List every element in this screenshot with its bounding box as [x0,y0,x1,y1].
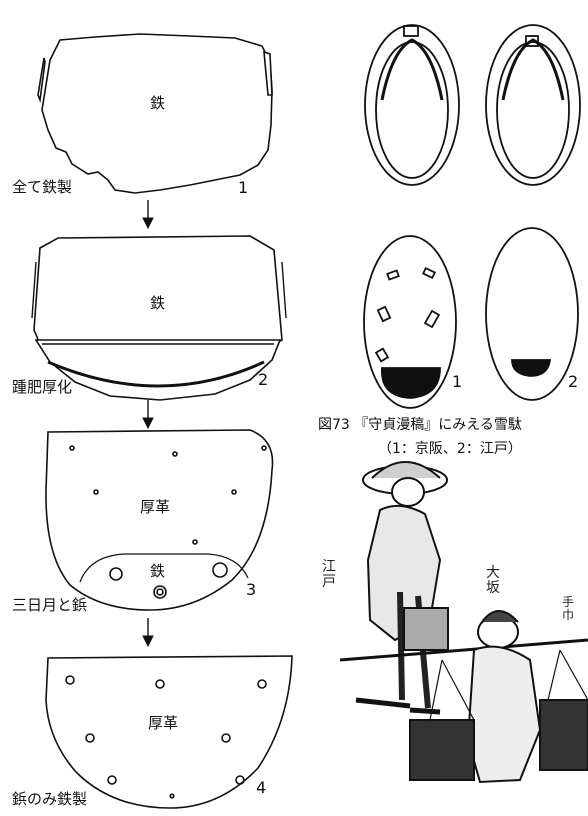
plate-4-leather-studs [45,655,293,809]
plate-4-label: 鋲のみ鉄製 [12,790,88,808]
plate-4-material: 厚革 [148,714,179,732]
plate-1-label: 全て鉄製 [12,178,73,196]
sandal-2-top [485,24,581,186]
plate-4-number: 4 [256,778,267,797]
sole-1 [363,235,457,409]
plate-2-material: 鉄 [150,294,166,312]
plate-2-label: 踵肥厚化 [12,378,73,396]
osaka-label: 大坂 [486,565,500,597]
tenugui-label: 手巾 [562,595,575,623]
plate-3-material-iron: 鉄 [150,562,166,580]
osaka-figure [339,610,588,784]
sole-1-number: 1 [452,372,463,391]
arrows [142,200,154,648]
plate-1-material: 鉄 [150,94,166,112]
edo-label: 江戸 [322,559,336,591]
plate-2-number: 2 [258,370,269,389]
plate-2-iron-thick-heel [31,235,287,401]
plate-3-leather-crescent [45,429,274,611]
edo-figure [355,461,449,715]
plate-3-label: 三日月と鋲 [12,596,88,614]
figure-73-title: 図73 『守貞漫稿』にみえる雪駄 [318,417,522,433]
sandal-1-top [364,24,460,186]
plate-3-number: 3 [246,580,257,599]
figure-73-subtitle: （1：京阪、2：江戸） [378,441,522,457]
plate-3-material-leather: 厚革 [140,498,171,516]
plate-1-iron [37,33,273,194]
sole-2-number: 2 [568,372,579,391]
plate-1-number: 1 [238,178,249,197]
sole-2 [485,227,579,401]
